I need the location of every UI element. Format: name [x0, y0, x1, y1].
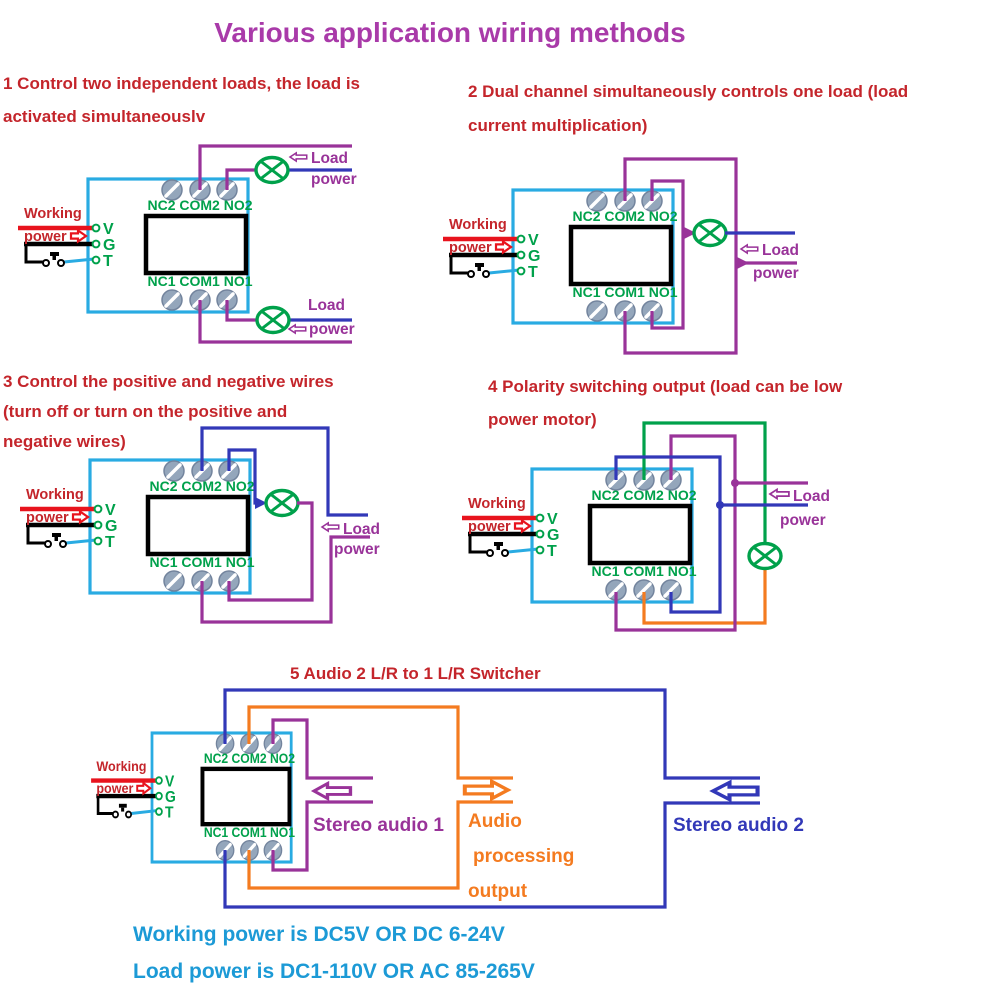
d2-load-arrow-icon: [740, 244, 759, 254]
d4-lamp-icon: [747, 541, 783, 571]
d1-top-load-arrow-icon: [289, 152, 308, 162]
d3-load-label: Load: [343, 521, 380, 538]
d3-com1-load-wire: [200, 535, 370, 624]
d3-com2-load-wire: [200, 426, 368, 517]
d4-load-label: Load: [793, 488, 830, 505]
d2-com2-com1-loop-wire: [623, 157, 738, 355]
section2-heading-line1: 2 Dual channel simultaneously controls o…: [468, 82, 908, 101]
d1-bottom-load-arrow-icon: [288, 324, 307, 334]
d2-power-label: power: [753, 265, 799, 282]
d3-lamp-return-wire: [227, 501, 314, 602]
d1-bottom-load-label: Load: [308, 297, 345, 314]
d2-no2-no1-loop-wire: [650, 179, 685, 330]
d5-stereo1-label: Stereo audio 1: [313, 815, 444, 836]
d4-purple-junction-dot: [731, 479, 739, 487]
d5-audio-label-line3: output: [468, 881, 528, 902]
section3-heading-line1: 3 Control the positive and negative wire…: [3, 372, 334, 391]
d5-com2-output-wire-top: [247, 705, 513, 780]
diagram5-wiring: Stereo audio 2 Audio processing output S…: [223, 688, 804, 909]
section1-heading-line2: activated simultaneouslv: [3, 107, 206, 126]
d4-power-label: power: [780, 512, 826, 529]
d2-load-junction-arrow-icon: [737, 257, 749, 269]
d1-top-lamp-icon: [254, 155, 290, 185]
relay-module-5: [91, 733, 295, 862]
d3-load-arrow-icon: [321, 522, 340, 532]
diagram2-wiring: Load power: [623, 157, 799, 355]
d2-load-label: Load: [762, 242, 799, 259]
section1-heading-line1: 1 Control two independent loads, the loa…: [3, 74, 360, 93]
diagram4-wiring: Load power: [614, 421, 830, 632]
d4-lamp-com1-wire: [642, 567, 767, 625]
d1-bottom-power-label: power: [309, 321, 355, 338]
d4-nc2-no1-wire: [614, 455, 722, 614]
footer-load-power-note: Load power is DC1-110V OR AC 85-265V: [133, 960, 535, 983]
section3-heading-line3: negative wires): [3, 432, 126, 451]
d2-lamp-junction-arrow-icon: [684, 227, 696, 239]
d5-no2-stereo1-wire-top: [271, 718, 373, 780]
section2-heading-line2: current multiplication): [468, 116, 647, 135]
d5-audio-label-line1: Audio: [468, 811, 522, 832]
d4-blue-junction-dot: [716, 501, 724, 509]
section4-heading-line1: 4 Polarity switching output (load can be…: [488, 377, 843, 396]
relay-module-1: [18, 179, 253, 312]
d3-power-label: power: [334, 541, 380, 558]
relay-module-2: [443, 190, 678, 323]
d5-stereo2-arrow-icon: [713, 783, 758, 800]
d1-top-load-label: Load: [311, 150, 348, 167]
diagram3-wiring: Load power: [200, 426, 380, 624]
footer-working-power-note: Working power is DC5V OR DC 6-24V: [133, 923, 505, 946]
d3-lamp-junction-arrow-icon: [255, 497, 267, 509]
d1-no2-wire: [225, 168, 257, 190]
d4-no2-nc1-wire: [614, 434, 737, 632]
d5-audio-label-line2: processing: [473, 846, 574, 867]
d2-lamp-icon: [692, 218, 728, 248]
d5-no1-stereo1-wire-bottom: [271, 800, 373, 872]
d1-com2-wire: [198, 144, 352, 190]
diagram1-wiring: Load power Load power: [198, 144, 357, 344]
page-title: Various application wiring methods: [214, 17, 685, 48]
relay-module-3: [20, 460, 255, 593]
d1-bottom-lamp-icon: [255, 305, 291, 335]
d3-lamp-icon: [264, 488, 300, 518]
d5-output-arrow-icon: [465, 782, 508, 799]
d5-nc1-stereo2-wire-bottom: [223, 801, 760, 909]
section3-heading-line2: (turn off or turn on the positive and: [3, 402, 287, 421]
d1-no1-wire: [225, 300, 258, 322]
d5-com1-output-wire-bottom: [247, 800, 513, 890]
d1-com1-wire: [198, 300, 352, 344]
d5-stereo1-arrow-icon: [312, 781, 353, 801]
section5-heading: 5 Audio 2 L/R to 1 L/R Switcher: [290, 664, 541, 683]
relay-module-4: [462, 469, 697, 602]
d1-top-power-label: power: [311, 171, 357, 188]
d4-load-arrow-icon: [769, 488, 790, 500]
section4-heading-line2: power motor): [488, 410, 597, 429]
d5-stereo2-label: Stereo audio 2: [673, 815, 804, 836]
d5-nc2-stereo2-wire-top: [223, 688, 760, 780]
